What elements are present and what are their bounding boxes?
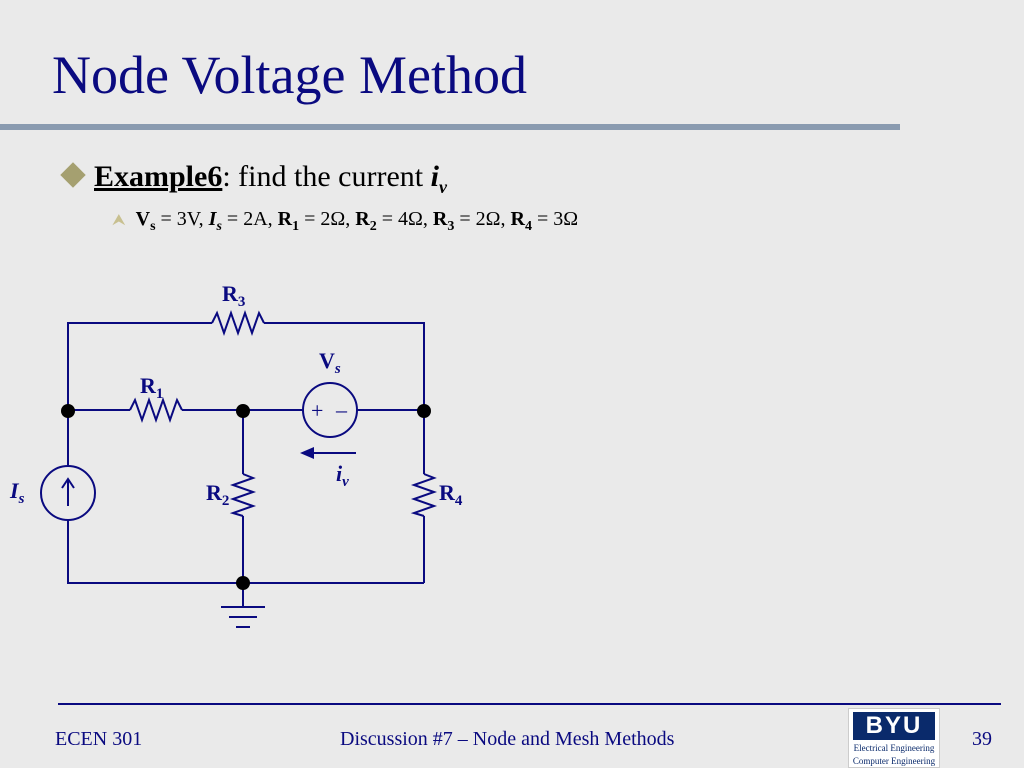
r4-value: = 3Ω xyxy=(531,208,579,230)
resistor-r1 xyxy=(129,396,183,424)
r2-sub: 2 xyxy=(369,219,377,234)
resistor-r2 xyxy=(229,473,257,517)
vs-sub: s xyxy=(150,219,156,234)
r2-value: = 4Ω, xyxy=(376,208,433,230)
label-r2: R2 xyxy=(206,480,229,509)
r2-label: R xyxy=(355,208,370,230)
example-var-sub: v xyxy=(438,177,447,197)
vs-minus-sign: – xyxy=(335,397,348,422)
resistor-r4 xyxy=(410,473,438,517)
sub-bullet-values: ⮝Vs = 3V, Is = 2A, R1 = 2Ω, R2 = 4Ω, R3 … xyxy=(112,208,578,235)
r4-label: R xyxy=(510,208,525,230)
example-var: i xyxy=(430,160,439,193)
example-text: : find the current xyxy=(222,160,431,193)
label-is: Is xyxy=(9,478,25,507)
arrowhead-bullet-icon: ⮝ xyxy=(112,212,126,229)
bullet-example: Example6: find the current iv xyxy=(58,160,447,198)
r4-sub: 4 xyxy=(524,219,532,234)
node-right xyxy=(417,404,431,418)
circuit-nodes xyxy=(61,404,431,590)
logo-wordmark: BYU xyxy=(853,712,935,740)
footer-topic: Discussion #7 – Node and Mesh Methods xyxy=(340,728,675,750)
footer-course: ECEN 301 xyxy=(55,728,143,750)
resistor-r3 xyxy=(211,309,265,337)
node-center xyxy=(236,404,250,418)
label-r4: R4 xyxy=(439,480,463,509)
r1-sub: 1 xyxy=(292,219,300,234)
node-left xyxy=(61,404,75,418)
r3-sub: 3 xyxy=(447,219,455,234)
vs-label: V xyxy=(135,208,151,230)
r1-label: R xyxy=(277,208,293,230)
logo-line-1: Electrical Engineering xyxy=(853,743,935,753)
vs-plus-sign: + xyxy=(311,398,323,423)
is-value: = 2A, xyxy=(221,208,278,230)
is-arrow-head xyxy=(61,477,75,489)
is-sub: s xyxy=(216,219,222,234)
vs-value: = 3V, xyxy=(155,208,209,230)
wire-top-left xyxy=(67,322,212,410)
label-r3: R3 xyxy=(222,281,245,310)
is-label: I xyxy=(208,208,217,230)
title-divider xyxy=(0,124,900,130)
logo-line-2: Computer Engineering xyxy=(852,756,936,766)
wire-top-right xyxy=(264,322,425,410)
footer-divider xyxy=(58,703,1001,705)
wire-bottom xyxy=(67,520,424,584)
label-r1: R1 xyxy=(140,373,163,402)
example-label: Example6 xyxy=(94,160,223,193)
slide-title: Node Voltage Method xyxy=(52,45,527,105)
r3-label: R xyxy=(432,208,448,230)
label-vs: Vs xyxy=(319,348,341,377)
label-iv: iv xyxy=(336,461,349,490)
byu-logo: BYU Electrical Engineering Computer Engi… xyxy=(848,708,940,768)
r1-value: = 2Ω, xyxy=(299,208,356,230)
r3-value: = 2Ω, xyxy=(454,208,511,230)
iv-arrow-icon xyxy=(300,447,314,459)
page-number: 39 xyxy=(972,728,992,750)
node-ground xyxy=(236,576,250,590)
